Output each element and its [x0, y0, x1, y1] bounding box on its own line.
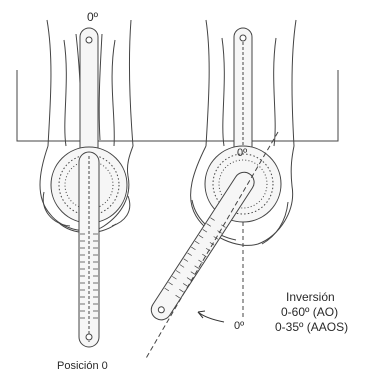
- range-ao-label: 0-60º (AO): [281, 305, 338, 319]
- position-label: Posición 0: [57, 360, 108, 373]
- left-goniometer: [51, 28, 127, 347]
- range-aaos-label: 0-35º (AAOS): [275, 320, 348, 334]
- right-goniometer: [145, 28, 281, 360]
- zero-label-top: 0º: [87, 11, 98, 24]
- inversion-title: Inversión: [286, 290, 335, 304]
- rotation-arrow: [198, 311, 224, 322]
- zero-label-mid: 0º: [237, 147, 247, 160]
- zero-label-bottom: 0º: [234, 320, 244, 333]
